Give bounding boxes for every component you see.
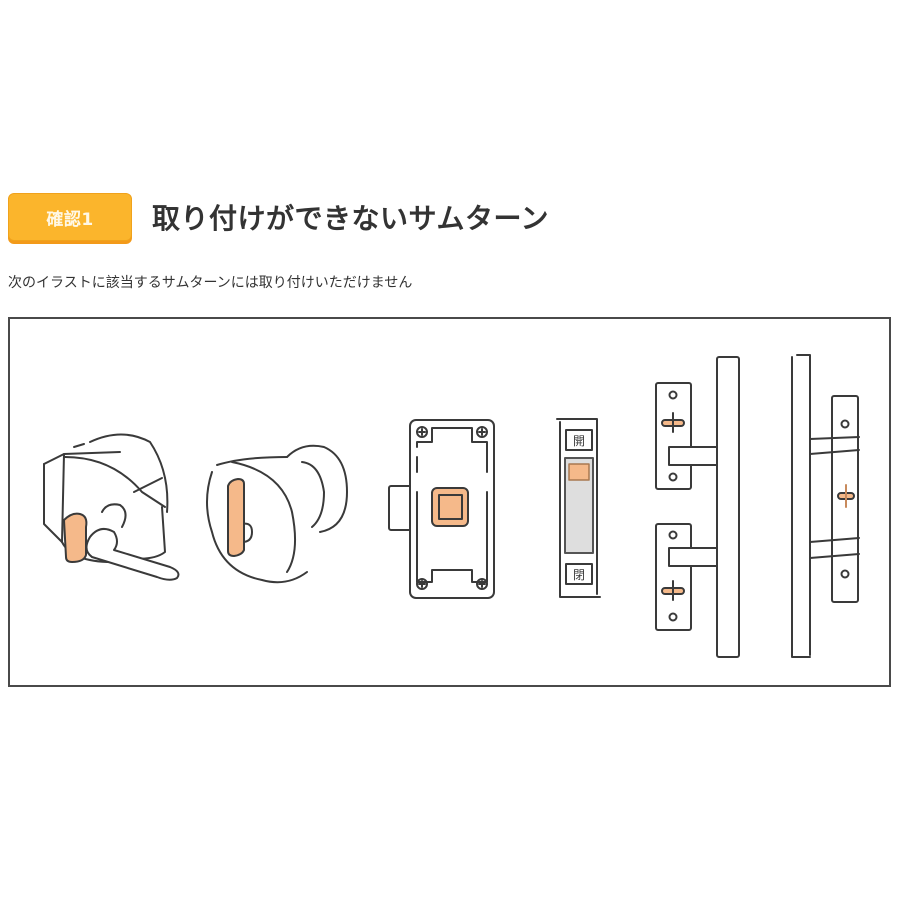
slide-indicator-lock-illustration: 開 閉: [556, 418, 601, 598]
section-header: 確認1 取り付けができないサムターン: [8, 193, 549, 241]
rectangular-plate-thumbturn-illustration: [388, 419, 495, 599]
bar-handle-side-illustration: [791, 354, 860, 658]
close-label: 閉: [573, 568, 585, 582]
angled-lever-thumbturn-illustration: [43, 433, 180, 581]
confirm-badge: 確認1: [8, 193, 132, 241]
illustration-frame: 開 閉: [8, 317, 891, 687]
section-description: 次のイラストに該当するサムターンには取り付けいただけません: [8, 275, 413, 291]
bar-handle-front-illustration: [655, 356, 740, 658]
page-title: 取り付けができないサムターン: [152, 202, 550, 235]
knob-thumbturn-illustration: [206, 444, 348, 584]
open-label: 開: [573, 434, 585, 448]
